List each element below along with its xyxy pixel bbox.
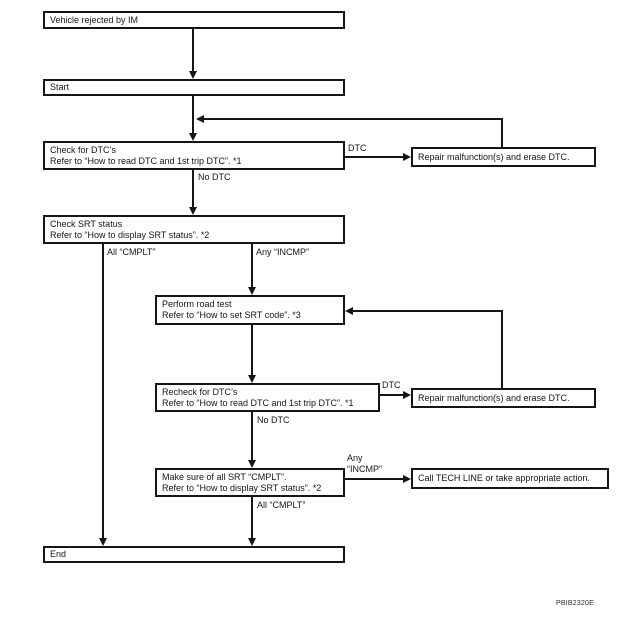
node-check-dtc: Check for DTC’s Refer to “How to read DT… [43, 141, 345, 170]
node-check-dtc-line1: Check for DTC’s [50, 145, 116, 155]
node-vehicle-rejected: Vehicle rejected by IM [43, 11, 345, 29]
node-call-tech-line-label: Call TECH LINE or take appropriate actio… [418, 473, 590, 483]
connector-recheckdtc-to-makesure [251, 412, 253, 460]
node-start-label: Start [50, 82, 70, 92]
node-check-srt-status-line1: Check SRT status [50, 219, 123, 229]
arrowhead-into-repair1 [403, 153, 411, 161]
connector-repair2-loop-vertical [501, 310, 503, 388]
node-start: Start [43, 79, 345, 96]
arrowhead-into-repair2 [403, 391, 411, 399]
node-end-label: End [50, 549, 67, 559]
arrowhead-into-recheckdtc [248, 375, 256, 383]
arrowhead-into-checkdtc [189, 133, 197, 141]
node-recheck-dtc-line1: Recheck for DTC’s [162, 387, 238, 397]
edge-label-any-incmp-2-line1: Any [347, 453, 363, 463]
node-make-sure-srt: Make sure of all SRT “CMPLT”. Refer to “… [155, 468, 345, 497]
connector-checksrt-to-end [102, 244, 104, 538]
node-check-srt-status-line2: Refer to “How to display SRT status”. *2 [50, 230, 210, 240]
arrowhead-into-start [189, 71, 197, 79]
arrowhead-into-makesure [248, 460, 256, 468]
node-check-dtc-line2: Refer to “How to read DTC and 1st trip D… [50, 156, 242, 166]
figure-code: PBIB2320E [556, 600, 594, 607]
node-recheck-dtc-line2: Refer to “How to read DTC and 1st trip D… [162, 398, 354, 408]
connector-repair2-loop-horizontal [353, 310, 503, 312]
node-recheck-dtc: Recheck for DTC’s Refer to “How to read … [155, 383, 380, 412]
arrowhead-into-checksrt [189, 207, 197, 215]
connector-vehicle-to-start [192, 29, 194, 71]
connector-repair1-loop-vertical [501, 118, 503, 147]
node-vehicle-rejected-label: Vehicle rejected by IM [50, 14, 139, 25]
connector-checksrt-to-roadtest [251, 244, 253, 287]
node-perform-road-test-line1: Perform road test [162, 299, 232, 309]
connector-repair1-loop-horizontal [204, 118, 503, 120]
node-repair-erase-dtc-2: Repair malfunction(s) and erase DTC. [411, 388, 596, 408]
node-perform-road-test-line2: Refer to “How to set SRT code”. *3 [162, 310, 301, 320]
connector-roadtest-to-recheckdtc [251, 325, 253, 375]
edge-label-no-dtc-2: No DTC [257, 415, 290, 425]
arrowhead-loop1-into-mainline [196, 115, 204, 123]
edge-label-all-cmplt-1: All “CMPLT” [107, 247, 156, 257]
arrowhead-into-end-left [99, 538, 107, 546]
edge-label-any-incmp-1: Any “INCMP” [256, 247, 310, 257]
node-repair-erase-dtc-1: Repair malfunction(s) and erase DTC. [411, 147, 596, 167]
connector-start-to-checkdtc [192, 96, 194, 133]
edge-label-all-cmplt-2: All “CMPLT” [257, 500, 306, 510]
edge-label-no-dtc-1: No DTC [198, 172, 231, 182]
node-repair-erase-dtc-1-label: Repair malfunction(s) and erase DTC. [418, 151, 570, 162]
node-check-srt-status: Check SRT status Refer to “How to displa… [43, 215, 345, 244]
node-call-tech-line: Call TECH LINE or take appropriate actio… [411, 468, 609, 489]
node-make-sure-srt-line2: Refer to “How to display SRT status”. *2 [162, 483, 322, 493]
edge-label-any-incmp-2-line2: “INCMP” [347, 464, 382, 474]
arrowhead-into-roadtest [248, 287, 256, 295]
connector-makesure-to-techline [345, 478, 403, 480]
connector-checkdtc-to-repair1 [345, 156, 403, 158]
edge-label-dtc-2: DTC [382, 380, 401, 390]
arrowhead-into-techline [403, 475, 411, 483]
node-end: End [43, 546, 345, 563]
node-make-sure-srt-line1: Make sure of all SRT “CMPLT”. [162, 472, 287, 482]
connector-recheckdtc-to-repair2 [380, 394, 403, 396]
node-perform-road-test: Perform road test Refer to “How to set S… [155, 295, 345, 325]
arrowhead-loop2-into-roadtest [345, 307, 353, 315]
edge-label-dtc-1: DTC [348, 143, 367, 153]
arrowhead-into-end-center [248, 538, 256, 546]
connector-makesure-to-end [251, 497, 253, 538]
connector-checkdtc-to-checksrt [192, 170, 194, 207]
node-repair-erase-dtc-2-label: Repair malfunction(s) and erase DTC. [418, 392, 570, 403]
